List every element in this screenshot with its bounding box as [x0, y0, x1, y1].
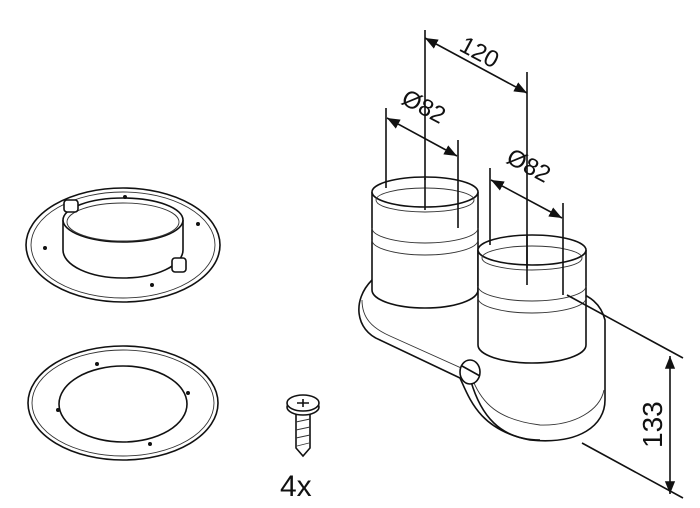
twin-pipe-adapter: [358, 176, 606, 442]
dimension-height: [566, 294, 684, 499]
dimension-left-diameter-label: Ø82: [397, 84, 450, 129]
screw-icon: [286, 394, 320, 458]
dimension-height-label: 133: [637, 401, 668, 448]
screw-quantity: 4x: [280, 470, 312, 503]
dimension-right-diameter: [489, 168, 564, 295]
dimension-right-diameter-label: Ø82: [502, 143, 555, 188]
flange-ring: [27, 345, 219, 461]
flange-ring-with-clamp: [25, 187, 221, 303]
dimension-left-diameter: [385, 108, 459, 228]
dimension-spacing-label: 120: [455, 31, 503, 74]
